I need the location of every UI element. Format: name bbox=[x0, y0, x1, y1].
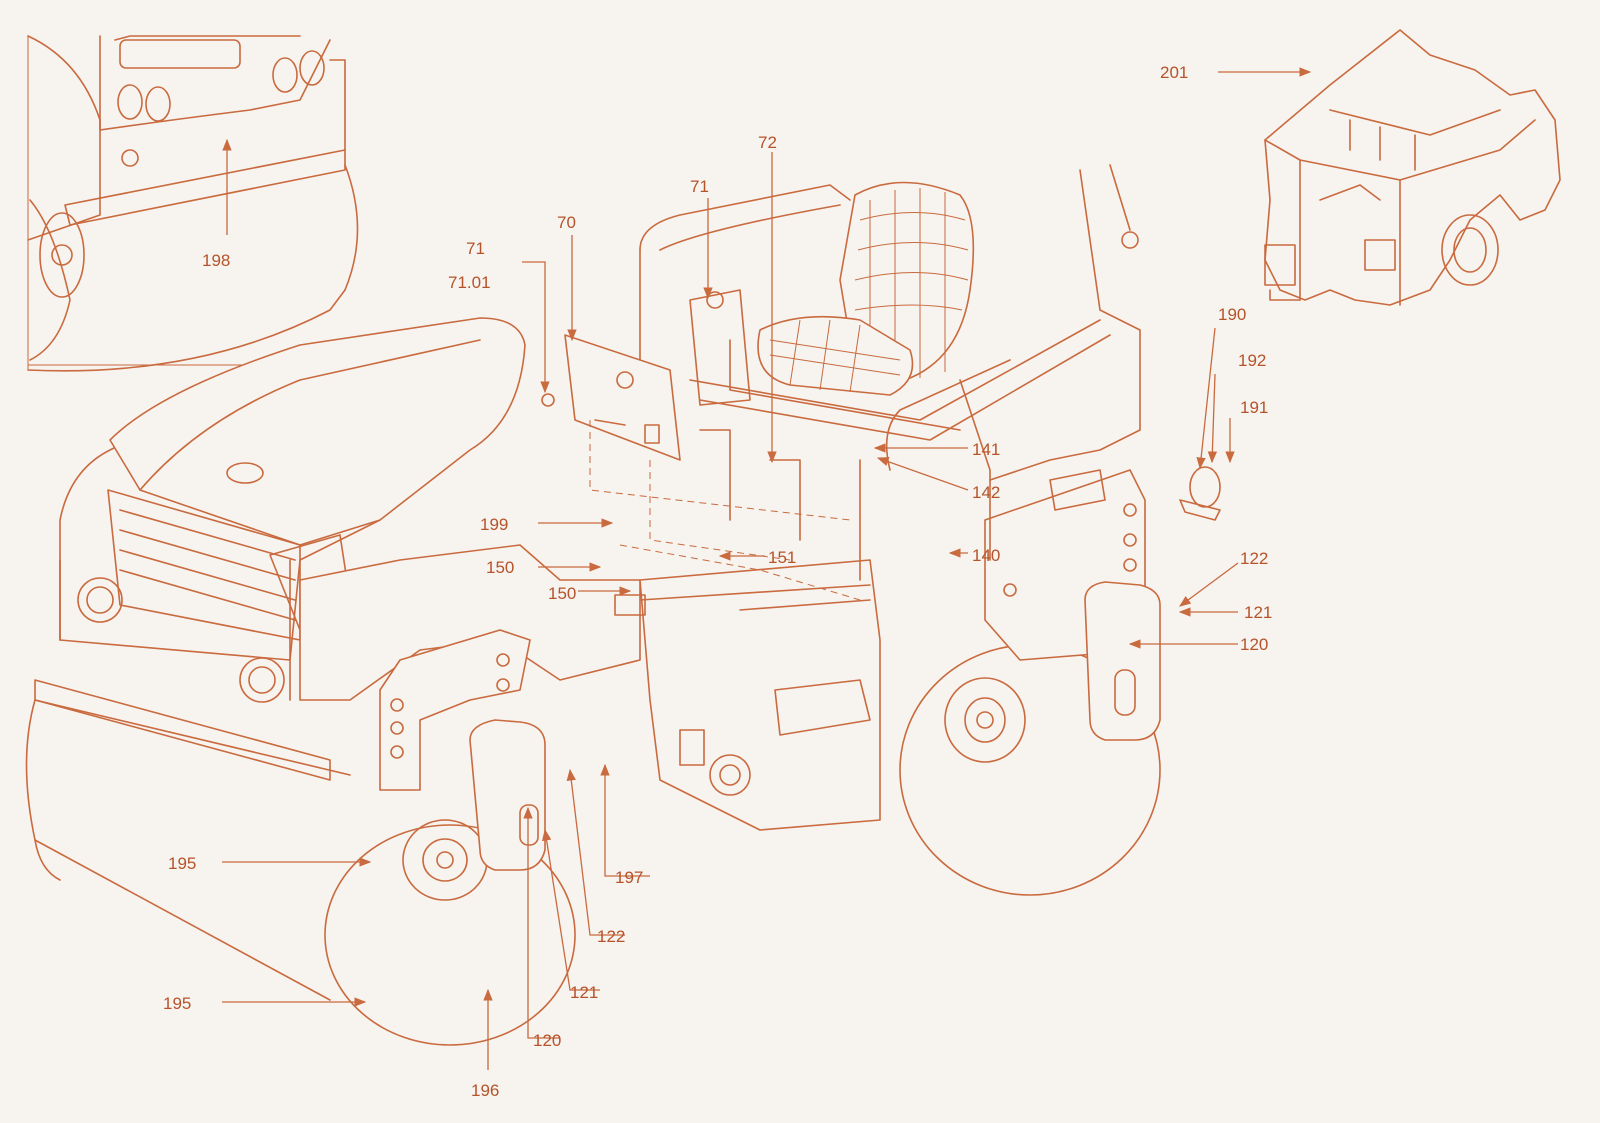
label-192: 192 bbox=[1238, 351, 1266, 370]
callout-labels: 198 70 71 71 71.01 72 141 142 140 199 15… bbox=[163, 63, 1272, 1100]
leader-lines bbox=[222, 67, 1312, 1070]
label-195-upper: 195 bbox=[168, 854, 196, 873]
label-70: 70 bbox=[557, 213, 576, 232]
label-122-front: 122 bbox=[597, 927, 625, 946]
label-140: 140 bbox=[972, 546, 1000, 565]
label-71-seat: 71 bbox=[690, 177, 709, 196]
label-71-01: 71.01 bbox=[448, 273, 491, 292]
label-141: 141 bbox=[972, 440, 1000, 459]
main-machine-drawing bbox=[25, 164, 1221, 1046]
label-142: 142 bbox=[972, 483, 1000, 502]
inset-rear-frame bbox=[1264, 29, 1561, 306]
label-201: 201 bbox=[1160, 63, 1188, 82]
inset-front-drum-detail bbox=[27, 35, 359, 372]
label-151: 151 bbox=[768, 548, 796, 567]
label-196: 196 bbox=[471, 1081, 499, 1100]
label-198: 198 bbox=[202, 251, 230, 270]
label-195-lower: 195 bbox=[163, 994, 191, 1013]
label-150-lower: 150 bbox=[548, 584, 576, 603]
label-199: 199 bbox=[480, 515, 508, 534]
label-72: 72 bbox=[758, 133, 777, 152]
label-190: 190 bbox=[1218, 305, 1246, 324]
label-121-rear: 121 bbox=[1244, 603, 1272, 622]
label-191: 191 bbox=[1240, 398, 1268, 417]
label-120-rear: 120 bbox=[1240, 635, 1268, 654]
label-121-front: 121 bbox=[570, 983, 598, 1002]
label-120-front: 120 bbox=[533, 1031, 561, 1050]
label-197: 197 bbox=[615, 868, 643, 887]
label-150-upper: 150 bbox=[486, 558, 514, 577]
label-71: 71 bbox=[466, 239, 485, 258]
label-122-rear: 122 bbox=[1240, 549, 1268, 568]
